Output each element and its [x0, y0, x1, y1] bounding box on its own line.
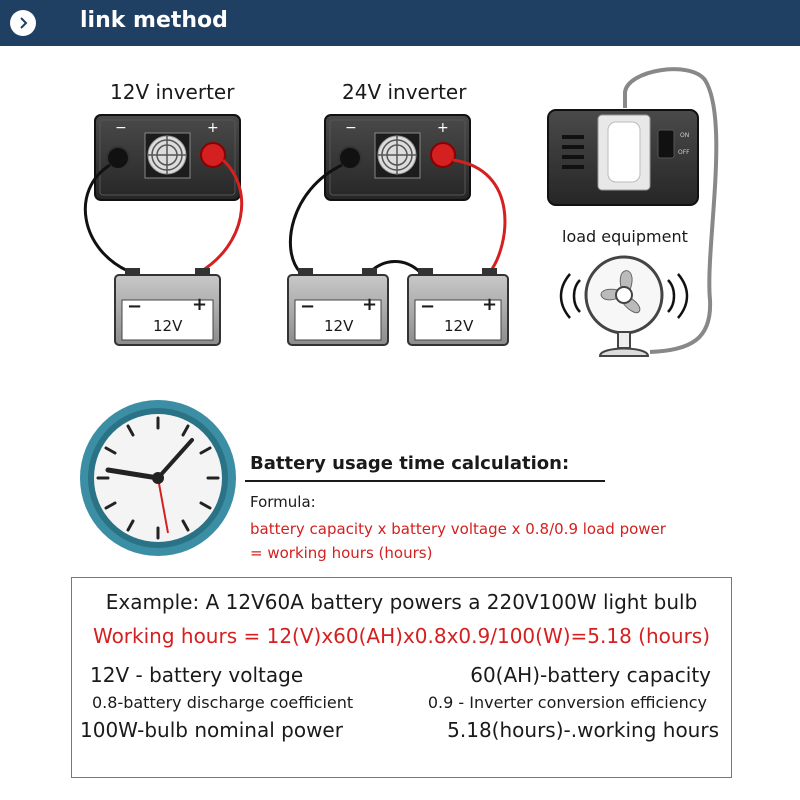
svg-text:−: − [115, 120, 127, 136]
header-bar: link method [0, 0, 800, 46]
battery-plus: + [362, 294, 378, 315]
row3-right: 5.18(hours)-.working hours [447, 718, 719, 742]
battery-12v-series-1 [287, 268, 389, 346]
clock-icon [80, 400, 236, 556]
fan-load-icon [559, 255, 689, 357]
chevron-right-icon[interactable] [10, 10, 36, 36]
formula-line-2: = working hours (hours) [250, 544, 433, 562]
inverter-24v: − + [324, 114, 471, 201]
calculation-title: Battery usage time calculation: [250, 453, 570, 474]
inverter-ac-panel [547, 109, 699, 206]
battery-plus: + [482, 294, 498, 315]
formula-line-1: battery capacity x battery voltage x 0.8… [250, 520, 666, 538]
switch-off-label: OFF [678, 149, 690, 156]
row1-left: 12V - battery voltage [90, 663, 304, 687]
switch-on-label: ON [680, 132, 690, 139]
battery-label: 12V [444, 317, 474, 335]
wiring-diagram: − + − + [83, 67, 719, 357]
svg-text:−: − [345, 120, 357, 136]
battery-12v-single [114, 268, 221, 346]
row1-right: 60(AH)-battery capacity [470, 663, 711, 687]
formula-text: battery capacity x battery voltage x 0.8… [250, 517, 666, 565]
example-result: Working hours = 12(V)x60(AH)x0.8x0.9/100… [92, 624, 711, 648]
battery-plus: + [192, 294, 208, 315]
example-box: Example: A 12V60A battery powers a 220V1… [71, 577, 732, 778]
row2-left: 0.8-battery discharge coefficient [92, 693, 354, 712]
battery-minus: − [300, 296, 316, 317]
power-switch-icon [657, 129, 675, 159]
load-equipment-label: load equipment [562, 227, 688, 246]
row2-right: 0.9 - Inverter conversion efficiency [427, 693, 707, 712]
inverter-24v-label: 24V inverter [342, 80, 467, 104]
formula-label: Formula: [250, 493, 316, 511]
inverter-12v-label: 12V inverter [110, 80, 235, 104]
inverter-12v: − + [94, 114, 241, 201]
fan-icon [144, 132, 191, 179]
battery-label: 12V [153, 317, 183, 335]
fan-icon [374, 132, 421, 179]
row3-left: 100W-bulb nominal power [80, 718, 343, 742]
svg-text:+: + [207, 120, 219, 136]
example-title: Example: A 12V60A battery powers a 220V1… [105, 590, 698, 614]
battery-12v-series-2 [407, 268, 509, 346]
svg-text:+: + [437, 120, 449, 136]
battery-minus: − [420, 296, 436, 317]
battery-minus: − [127, 296, 143, 317]
divider [245, 480, 605, 482]
battery-label: 12V [324, 317, 354, 335]
page-title: link method [80, 8, 228, 33]
